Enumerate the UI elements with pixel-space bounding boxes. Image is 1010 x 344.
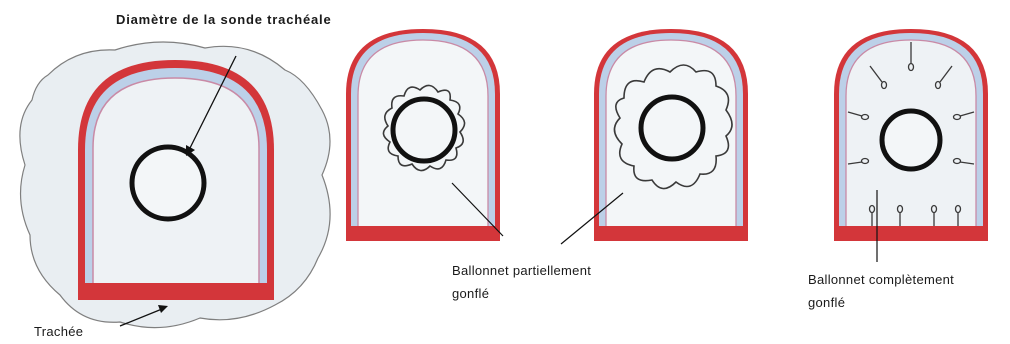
posterior-wall (594, 226, 748, 238)
label-complete-line2: gonflé (808, 296, 845, 309)
posterior-wall (834, 226, 988, 238)
label-partial-line2: gonflé (452, 287, 489, 300)
panel-complete-cuff (834, 29, 988, 241)
label-partial-line1: Ballonnet partiellement (452, 264, 591, 277)
label-tube-diameter: Diamètre de la sonde trachéale (116, 13, 331, 26)
label-complete-line1: Ballonnet complètement (808, 273, 954, 286)
label-trachea: Trachée (34, 325, 83, 338)
panel-trachea-tissue (20, 42, 330, 328)
posterior-wall (346, 226, 500, 238)
panel-partial-cuff-b (594, 29, 748, 241)
tube (882, 111, 940, 169)
tracheal-tube (132, 147, 204, 219)
posterior-membrane (80, 283, 272, 298)
tube (641, 97, 703, 159)
tube (393, 99, 455, 161)
